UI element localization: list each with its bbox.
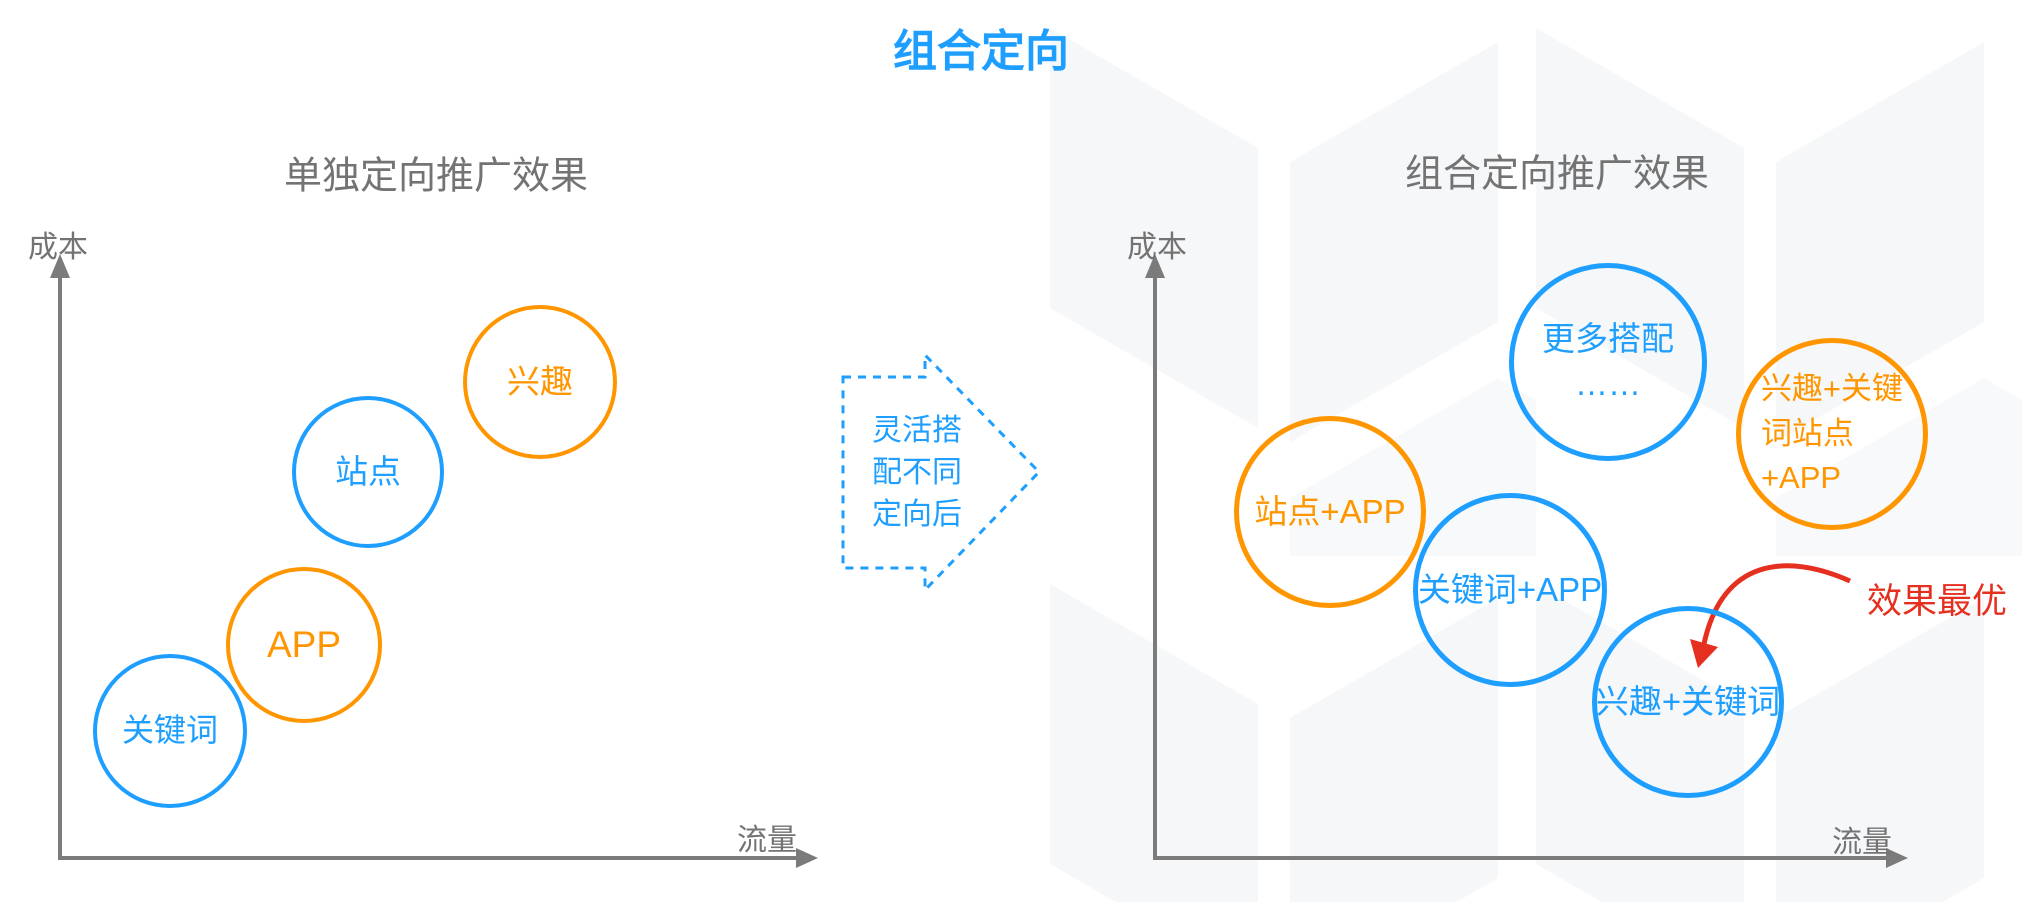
bubble-interest-keyword-site-app: 兴趣+关键 词站点 +APP [1736, 338, 1928, 530]
bubble-interest-keyword: 兴趣+关键词 [1592, 606, 1784, 798]
left-chart-title: 单独定向推广效果 [283, 155, 589, 198]
bubble-keyword-app: 关键词+APP [1413, 493, 1607, 687]
bubble-site: 站点 [292, 396, 444, 548]
right-y-axis-label: 成本 [1127, 231, 1187, 264]
right-chart-axes [1145, 254, 1908, 868]
bubble-keyword: 关键词 [93, 654, 247, 808]
right-x-axis-arrowhead-icon [1886, 848, 1908, 868]
right-chart-title: 组合定向推广效果 [1404, 153, 1710, 196]
right-x-axis-label: 流量 [1832, 826, 1892, 859]
bubble-interest: 兴趣 [463, 305, 617, 459]
right-y-axis-arrowhead-icon [1145, 254, 1165, 278]
bubble-site-app: 站点+APP [1234, 416, 1426, 608]
left-y-axis-arrowhead-icon [50, 254, 70, 278]
bubble-more-combos: 更多搭配 …… [1509, 263, 1707, 461]
left-chart-axes [50, 254, 818, 868]
best-result-annotation: 效果最优 [1867, 582, 2008, 621]
page-title: 组合定向 [893, 27, 1069, 76]
left-y-axis-label: 成本 [28, 231, 88, 264]
left-x-axis-arrowhead-icon [796, 848, 818, 868]
left-x-axis-label: 流量 [737, 824, 797, 857]
bubble-app: APP [226, 567, 382, 723]
transition-block-arrow-icon [841, 351, 1042, 594]
transition-arrow-label: 灵活搭 配不同 定向后 [872, 414, 962, 531]
